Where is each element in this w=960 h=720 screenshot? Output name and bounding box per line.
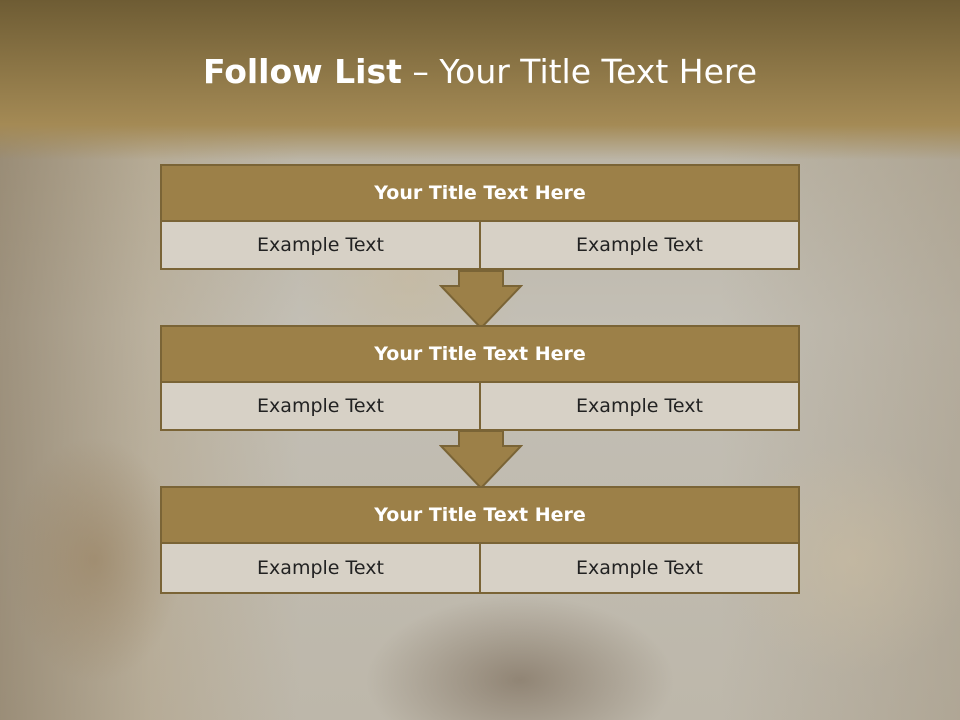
header-band xyxy=(0,0,960,160)
block-cell-right: Example Text xyxy=(479,383,798,429)
list-block-1: Your Title Text Here Example Text Exampl… xyxy=(160,164,800,270)
block-heading: Your Title Text Here xyxy=(162,166,798,222)
down-arrow-icon xyxy=(439,430,523,490)
block-row: Example Text Example Text xyxy=(162,544,798,592)
block-cell-left: Example Text xyxy=(162,383,479,429)
block-heading: Your Title Text Here xyxy=(162,327,798,383)
slide-title-bold: Follow List xyxy=(202,52,402,91)
list-block-2: Your Title Text Here Example Text Exampl… xyxy=(160,325,800,431)
down-arrow-icon xyxy=(439,270,523,330)
block-row: Example Text Example Text xyxy=(162,222,798,268)
slide-title: Follow List – Your Title Text Here xyxy=(0,52,960,91)
slide-title-rest: – Your Title Text Here xyxy=(401,52,758,91)
block-cell-right: Example Text xyxy=(479,222,798,268)
block-cell-left: Example Text xyxy=(162,222,479,268)
block-cell-right: Example Text xyxy=(479,544,798,592)
list-block-3: Your Title Text Here Example Text Exampl… xyxy=(160,486,800,594)
block-cell-left: Example Text xyxy=(162,544,479,592)
block-row: Example Text Example Text xyxy=(162,383,798,429)
block-heading: Your Title Text Here xyxy=(162,488,798,544)
